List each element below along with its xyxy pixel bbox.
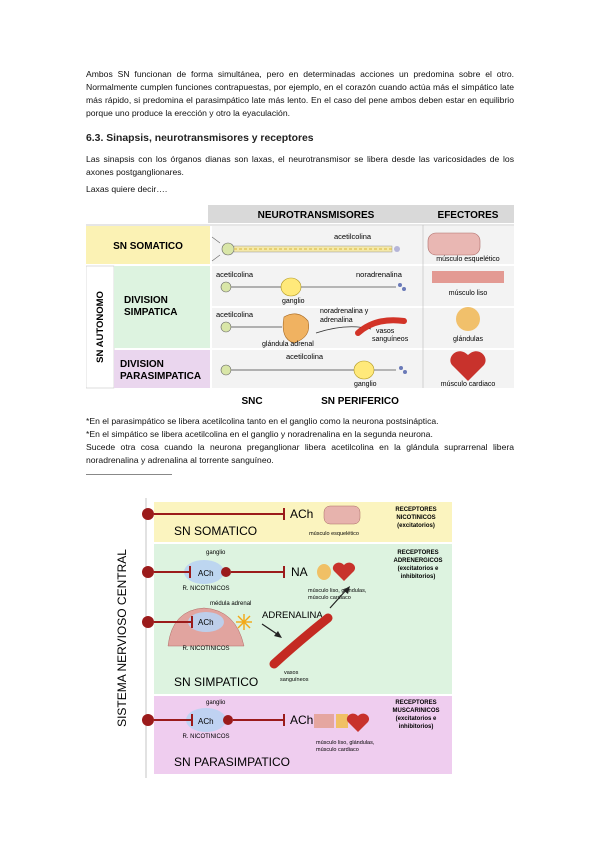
heart-image [450, 351, 486, 381]
blood-vessel-image [269, 613, 333, 669]
somatic-neuron [211, 236, 400, 262]
label-division-parasimpatica-2: PARASIMPATICA [120, 371, 201, 382]
label-ach-adrenal: ACh [198, 618, 214, 627]
gland-image-para [336, 714, 348, 728]
parasympathetic-neuron [220, 360, 407, 380]
label-adrenalina: ADRENALINA [262, 610, 323, 621]
label-vasos-1: vasos [284, 670, 299, 676]
label-na: NA [291, 565, 308, 579]
smooth-muscle-image [432, 271, 504, 283]
label-ganglio-simp: ganglio [206, 550, 226, 556]
divider [86, 474, 172, 475]
label-ganglio-para: ganglio [354, 381, 377, 388]
label-sn-simpatico: SN SIMPATICO [174, 675, 258, 689]
label-rec-adr-4: inhibitorios) [401, 574, 436, 580]
adrenal-neuron [220, 313, 407, 344]
label-rec-adr-1: RECEPTORES [397, 550, 438, 556]
label-acetilcolina-simp: acetilcolina [216, 270, 254, 279]
label-acetilcolina-para: acetilcolina [286, 352, 324, 361]
label-para-organs-1: músculo liso, glándulas, [316, 740, 375, 746]
skeletal-muscle-image [427, 232, 481, 256]
label-noradrenalina-simp: noradrenalina [356, 270, 403, 279]
label-division-simpatica-2: SIMPATICA [124, 307, 178, 318]
label-r-nicotinicos-simp: R. NICOTINICOS [182, 586, 229, 592]
note-suprarrenal: Sucede otra cosa cuando la neurona prega… [86, 442, 514, 465]
paragraph-intro: Ambos SN funcionan de forma simultánea, … [86, 69, 514, 118]
label-acetilcolina-somatico: acetilcolina [334, 232, 372, 241]
note-parasimpatico: *En el parasimpático se libera acetilcol… [86, 416, 439, 426]
label-musculo-cardiaco: músculo cardiaco [441, 381, 496, 388]
skeletal-muscle-image [323, 505, 361, 525]
label-vasos-1: vasos [376, 328, 395, 335]
receptors-figure: SISTEMA NERVIOSO CENTRAL ACh músculo esq… [115, 498, 452, 778]
label-r-nicotinicos-adrenal: R. NICOTINICOS [182, 646, 229, 652]
label-simp-organs-1: músculo liso, glándulas, [308, 588, 367, 594]
sympathetic-neuron-1 [220, 277, 406, 297]
label-ach-ganglio-simp: ACh [198, 569, 214, 578]
label-rec-nic-2: NICOTINICOS [396, 515, 435, 521]
gland-image-simp [317, 564, 331, 580]
label-rec-nic-1: RECEPTORES [395, 507, 436, 513]
paragraph-laxas: Laxas quiere decir…. [86, 184, 168, 194]
label-rec-nic-3: (excitatorios) [397, 523, 435, 529]
paragraph-sinapsis: Las sinapsis con los órganos dianas son … [86, 154, 514, 177]
label-sn-parasimpatico: SN PARASIMPATICO [174, 755, 290, 769]
label-ganglio-para: ganglio [206, 700, 226, 706]
label-r-nicotinicos-para: R. NICOTINICOS [182, 734, 229, 740]
label-rec-adr-3: (excitatorios e [398, 566, 439, 572]
label-simp-organs-2: músculo cardiaco [308, 595, 351, 601]
label-musculo-liso: músculo liso [449, 290, 488, 297]
label-musculo-esqueletico: músculo esquelético [309, 531, 359, 537]
section-heading: 6.3. Sinapsis, neurotransmisores y recep… [86, 133, 314, 144]
label-division-simpatica-1: DIVISION [124, 295, 168, 306]
label-sn-somatico: SN SOMATICO [113, 241, 183, 252]
label-sistema-nervioso-central: SISTEMA NERVIOSO CENTRAL [115, 549, 129, 727]
label-glandula-adrenal: glándula adrenal [262, 341, 314, 348]
label-vasos-2: sanguíneos [372, 336, 409, 343]
smooth-muscle-image-para [314, 714, 334, 728]
label-para-organs-2: músculo cardiaco [316, 747, 359, 753]
heart-image-simp [332, 562, 356, 581]
label-rec-mus-2: MUSCARINICOS [392, 708, 439, 714]
neurotransmitters-figure: NEUROTRANSMISORES EFECTORES SN SOMATICO … [86, 205, 514, 407]
label-glandulas: glándulas [453, 336, 483, 343]
label-sn-autonomo: SN AUTONOMO [95, 291, 106, 363]
label-vasos-2: sanguíneos [280, 677, 309, 683]
label-adrenalina: adrenalina [320, 317, 353, 324]
gland-image [456, 307, 480, 331]
label-ach-somatico: ACh [290, 507, 313, 521]
header-efectores: EFECTORES [438, 210, 499, 221]
label-ach-ganglio-para: ACh [198, 717, 214, 726]
label-ach-para: ACh [290, 713, 313, 727]
note-simpatico: *En el simpático se libera acetilcolina … [86, 429, 433, 439]
label-sn-somatico: SN SOMATICO [174, 524, 257, 538]
label-sn-periferico: SN PERIFERICO [321, 396, 399, 407]
label-acetilcolina-adrenal: acetilcolina [216, 310, 254, 319]
label-rec-mus-1: RECEPTORES [395, 700, 436, 706]
header-neurotransmisores: NEUROTRANSMISORES [258, 210, 375, 221]
label-medula-adrenal: médula adrenal [210, 601, 251, 607]
label-snc: SNC [241, 396, 262, 407]
label-rec-mus-3: (excitatorios e [396, 716, 437, 722]
label-ganglio-simp: ganglio [282, 298, 305, 305]
label-musculo-esqueletico: músculo esquelético [436, 256, 500, 263]
label-rec-mus-4: inhibitorios) [399, 724, 434, 730]
heart-image-para [346, 713, 370, 732]
label-division-parasimpatica-1: DIVISION [120, 359, 164, 370]
label-rec-adr-2: ADRENERGICOS [393, 558, 442, 564]
label-noradrenalina-y: noradrenalina y [320, 308, 369, 315]
